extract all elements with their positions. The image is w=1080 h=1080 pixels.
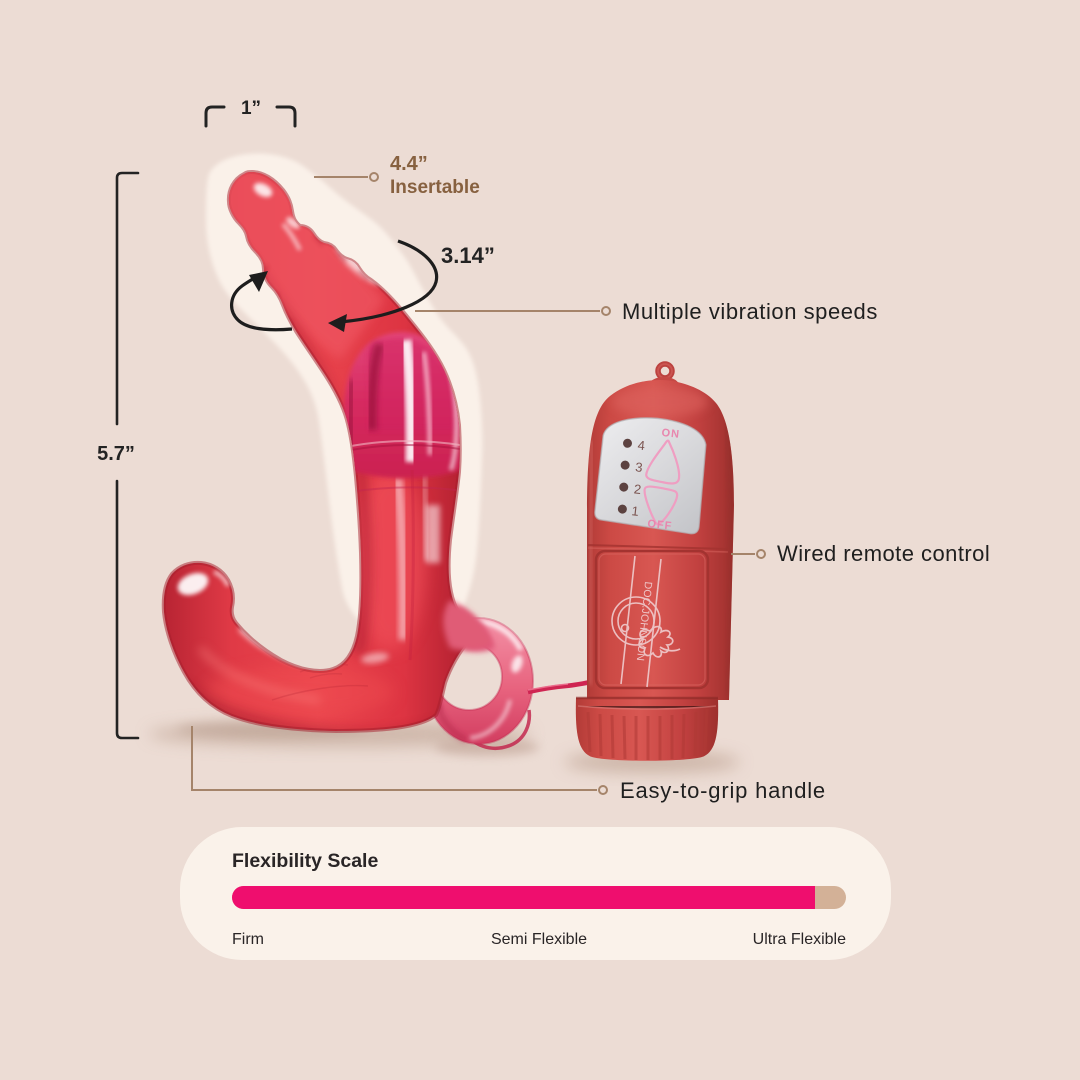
svg-text:Easy-to-grip handle: Easy-to-grip handle bbox=[620, 778, 826, 803]
svg-text:2: 2 bbox=[633, 481, 642, 497]
svg-text:4.4”: 4.4” bbox=[390, 153, 428, 175]
svg-text:OFF: OFF bbox=[647, 518, 673, 533]
svg-text:Ultra Flexible: Ultra Flexible bbox=[753, 931, 846, 948]
svg-text:4: 4 bbox=[637, 437, 646, 453]
svg-text:Flexibility Scale: Flexibility Scale bbox=[232, 850, 378, 872]
svg-text:Multiple vibration speeds: Multiple vibration speeds bbox=[622, 299, 878, 324]
svg-text:3: 3 bbox=[635, 459, 644, 475]
svg-text:ON: ON bbox=[661, 427, 681, 441]
svg-text:Wired remote control: Wired remote control bbox=[777, 541, 990, 566]
svg-text:1”: 1” bbox=[241, 98, 261, 119]
svg-text:3.14”: 3.14” bbox=[441, 243, 495, 268]
svg-text:Insertable: Insertable bbox=[390, 177, 480, 198]
svg-text:Firm: Firm bbox=[232, 931, 264, 948]
svg-text:Semi Flexible: Semi Flexible bbox=[491, 931, 587, 948]
svg-text:1: 1 bbox=[631, 503, 640, 519]
svg-text:5.7”: 5.7” bbox=[97, 443, 135, 465]
